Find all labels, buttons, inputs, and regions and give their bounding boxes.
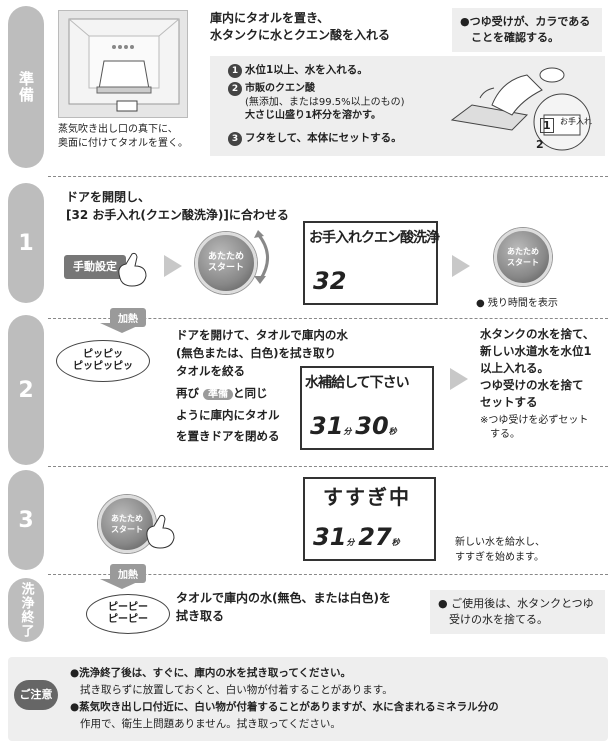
section-label-3: 3 (8, 470, 44, 570)
section-label-2: 2 (8, 315, 44, 465)
divider (48, 318, 608, 319)
step-num-3-icon: 3 (228, 132, 242, 146)
divider (48, 574, 608, 575)
arrow-down-icon (100, 579, 144, 589)
towel-note: 蒸気吹き出し口の真下に、 奥面に付けてタオルを置く。 (58, 124, 188, 149)
step-num-1-icon: 1 (228, 64, 242, 78)
finish-instruction: タオルで庫内の水(無色、または白色)を 拭き取る (176, 591, 391, 623)
beep-bubble: ピーピー ピーピー (86, 594, 170, 634)
inset-num-1: 1 (540, 118, 554, 133)
lcd-time: 31分 27秒 (313, 523, 400, 551)
arrow-down-icon (100, 323, 144, 333)
section-label-finish: 洗浄終了 (8, 578, 44, 642)
heat-tag: 加熱 (110, 564, 146, 583)
arrow-right-icon (164, 255, 182, 277)
water-tank-illustration (432, 60, 602, 152)
inset-label-otetsuire: お手入れ (560, 117, 592, 126)
tray-check-note: ●つゆ受けが、カラである ことを確認する。 (452, 8, 602, 52)
start-button[interactable]: あたため スタート (195, 232, 257, 294)
hand-pointer-icon (112, 248, 152, 291)
start-button-pressed[interactable]: あたため スタート (98, 495, 156, 553)
divider (48, 176, 608, 177)
manual-setting-button[interactable]: 手動設定 (64, 255, 126, 279)
step3-lcd-display: すすぎ中 31分 27秒 (303, 477, 436, 561)
caution-panel (8, 657, 608, 741)
step1-instruction: ドアを開閉し、 [32 お手入れ(クエン酸洗浄)]に合わせる (66, 190, 289, 222)
arrow-right-icon (452, 255, 470, 277)
lcd-value: 32 (313, 267, 347, 295)
prep-title: 庫内にタオルを置き、 水タンクに水とクエン酸を入れる (210, 11, 391, 42)
prep-badge: 準備 (203, 389, 234, 400)
step2-right-instruction: 水タンクの水を捨て、 新しい水道水を水位1 以上入れる。 つゆ受けの水を捨て セ… (480, 327, 595, 409)
step1-lcd-display: お手入れクエン酸洗浄 32 (303, 221, 440, 305)
step2-right-note: ※つゆ受けを必ずセット する。 (480, 415, 589, 440)
hand-pointer-icon (140, 510, 180, 553)
step-num-2-icon: 2 (228, 82, 242, 96)
step2-again-text: 再び 準備と同じ ように庫内にタオル を置きドアを閉める (176, 386, 280, 443)
oven-interior-icon (68, 18, 180, 112)
section-label-1: 1 (8, 183, 44, 303)
divider (48, 466, 608, 467)
start-button-pressed[interactable]: あたため スタート (494, 228, 552, 286)
rotate-arrow-icon (252, 228, 282, 291)
remaining-time-note: ● 残り時間を表示 (476, 298, 558, 309)
beep-bubble: ピッピッ ピッピッピッ (56, 340, 150, 382)
lcd-time: 31分 30秒 (310, 412, 397, 440)
lcd-title: 水補給して下さい (305, 375, 410, 391)
step2-lcd-display: 水補給して下さい 31分 30秒 (300, 366, 434, 450)
arrow-right-icon (450, 368, 468, 390)
section-label-prep: 準備 (8, 6, 44, 168)
lcd-title: お手入れクエン酸洗浄 (309, 230, 440, 246)
caution-badge: ご注意 (14, 680, 58, 710)
pouring-tank-icon (450, 67, 591, 151)
heat-tag: 加熱 (110, 308, 146, 327)
step3-note: 新しい水を給水し、 すすぎを始めます。 (455, 537, 545, 563)
oven-illustration (58, 10, 188, 118)
step2-instruction: ドアを開けて、タオルで庫内の水 (無色または、白色)を拭き取り タオルを絞る (176, 328, 348, 378)
inset-num-2: 2 (536, 138, 544, 151)
lcd-title: すすぎ中 (323, 485, 411, 509)
finish-note: ● ご使用後は、水タンクとつゆ 受けの水を捨てる。 (430, 590, 605, 634)
caution-text: ●洗浄終了後は、すぐに、庫内の水を拭き取ってください。 拭き取らずに放置しておく… (70, 667, 499, 730)
